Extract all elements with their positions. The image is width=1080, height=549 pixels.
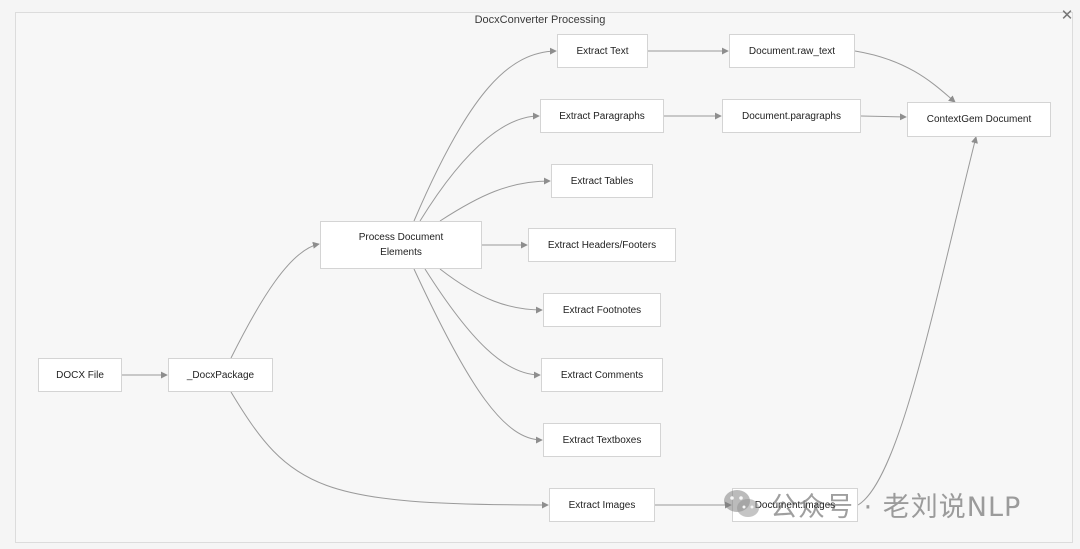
node-extract-paragraphs: Extract Paragraphs [540, 99, 664, 133]
edge-package-to-process [230, 241, 320, 359]
node-extract-footnotes: Extract Footnotes [543, 293, 661, 327]
node-document-raw-text: Document.raw_text [729, 34, 855, 68]
node-extract-headers-footers: Extract Headers/Footers [528, 228, 676, 262]
edge-doc-paragraphs-to-contextgem [860, 113, 907, 121]
edge-process-to-extract-tables [439, 177, 551, 222]
node-extract-textboxes: Extract Textboxes [543, 423, 661, 457]
watermark-text: 公众号 · 老刘说NLP [770, 491, 1022, 523]
node-extract-text: Extract Text [557, 34, 648, 68]
edge-doc-images-to-contextgem [857, 136, 978, 506]
edge-process-to-extract-paragraphs [419, 112, 540, 222]
edge-raw-text-to-contextgem [854, 50, 956, 103]
edge-package-to-extract-images [230, 391, 549, 509]
node-extract-images: Extract Images [549, 488, 655, 522]
diagram-title: DocxConverter Processing [474, 14, 606, 26]
node-process-document-elements: Process Document Elements [320, 221, 482, 269]
edge-process-to-extract-textboxes [413, 268, 543, 444]
edge-process-to-extract-footnotes [439, 268, 543, 314]
node-contextgem-document: ContextGem Document [907, 102, 1051, 137]
edge-process-to-extract-comments [424, 268, 541, 379]
node-docx-file: DOCX File [38, 358, 122, 392]
wechat-logo-icon [724, 490, 759, 517]
node-extract-tables: Extract Tables [551, 164, 653, 198]
node-docx-package: _DocxPackage [168, 358, 273, 392]
edge-process-to-extract-text [413, 47, 557, 222]
close-icon[interactable]: ✕ [1060, 7, 1074, 24]
node-extract-comments: Extract Comments [541, 358, 663, 392]
watermark: 公众号 · 老刘说NLP [722, 484, 1021, 524]
node-document-paragraphs: Document.paragraphs [722, 99, 861, 133]
